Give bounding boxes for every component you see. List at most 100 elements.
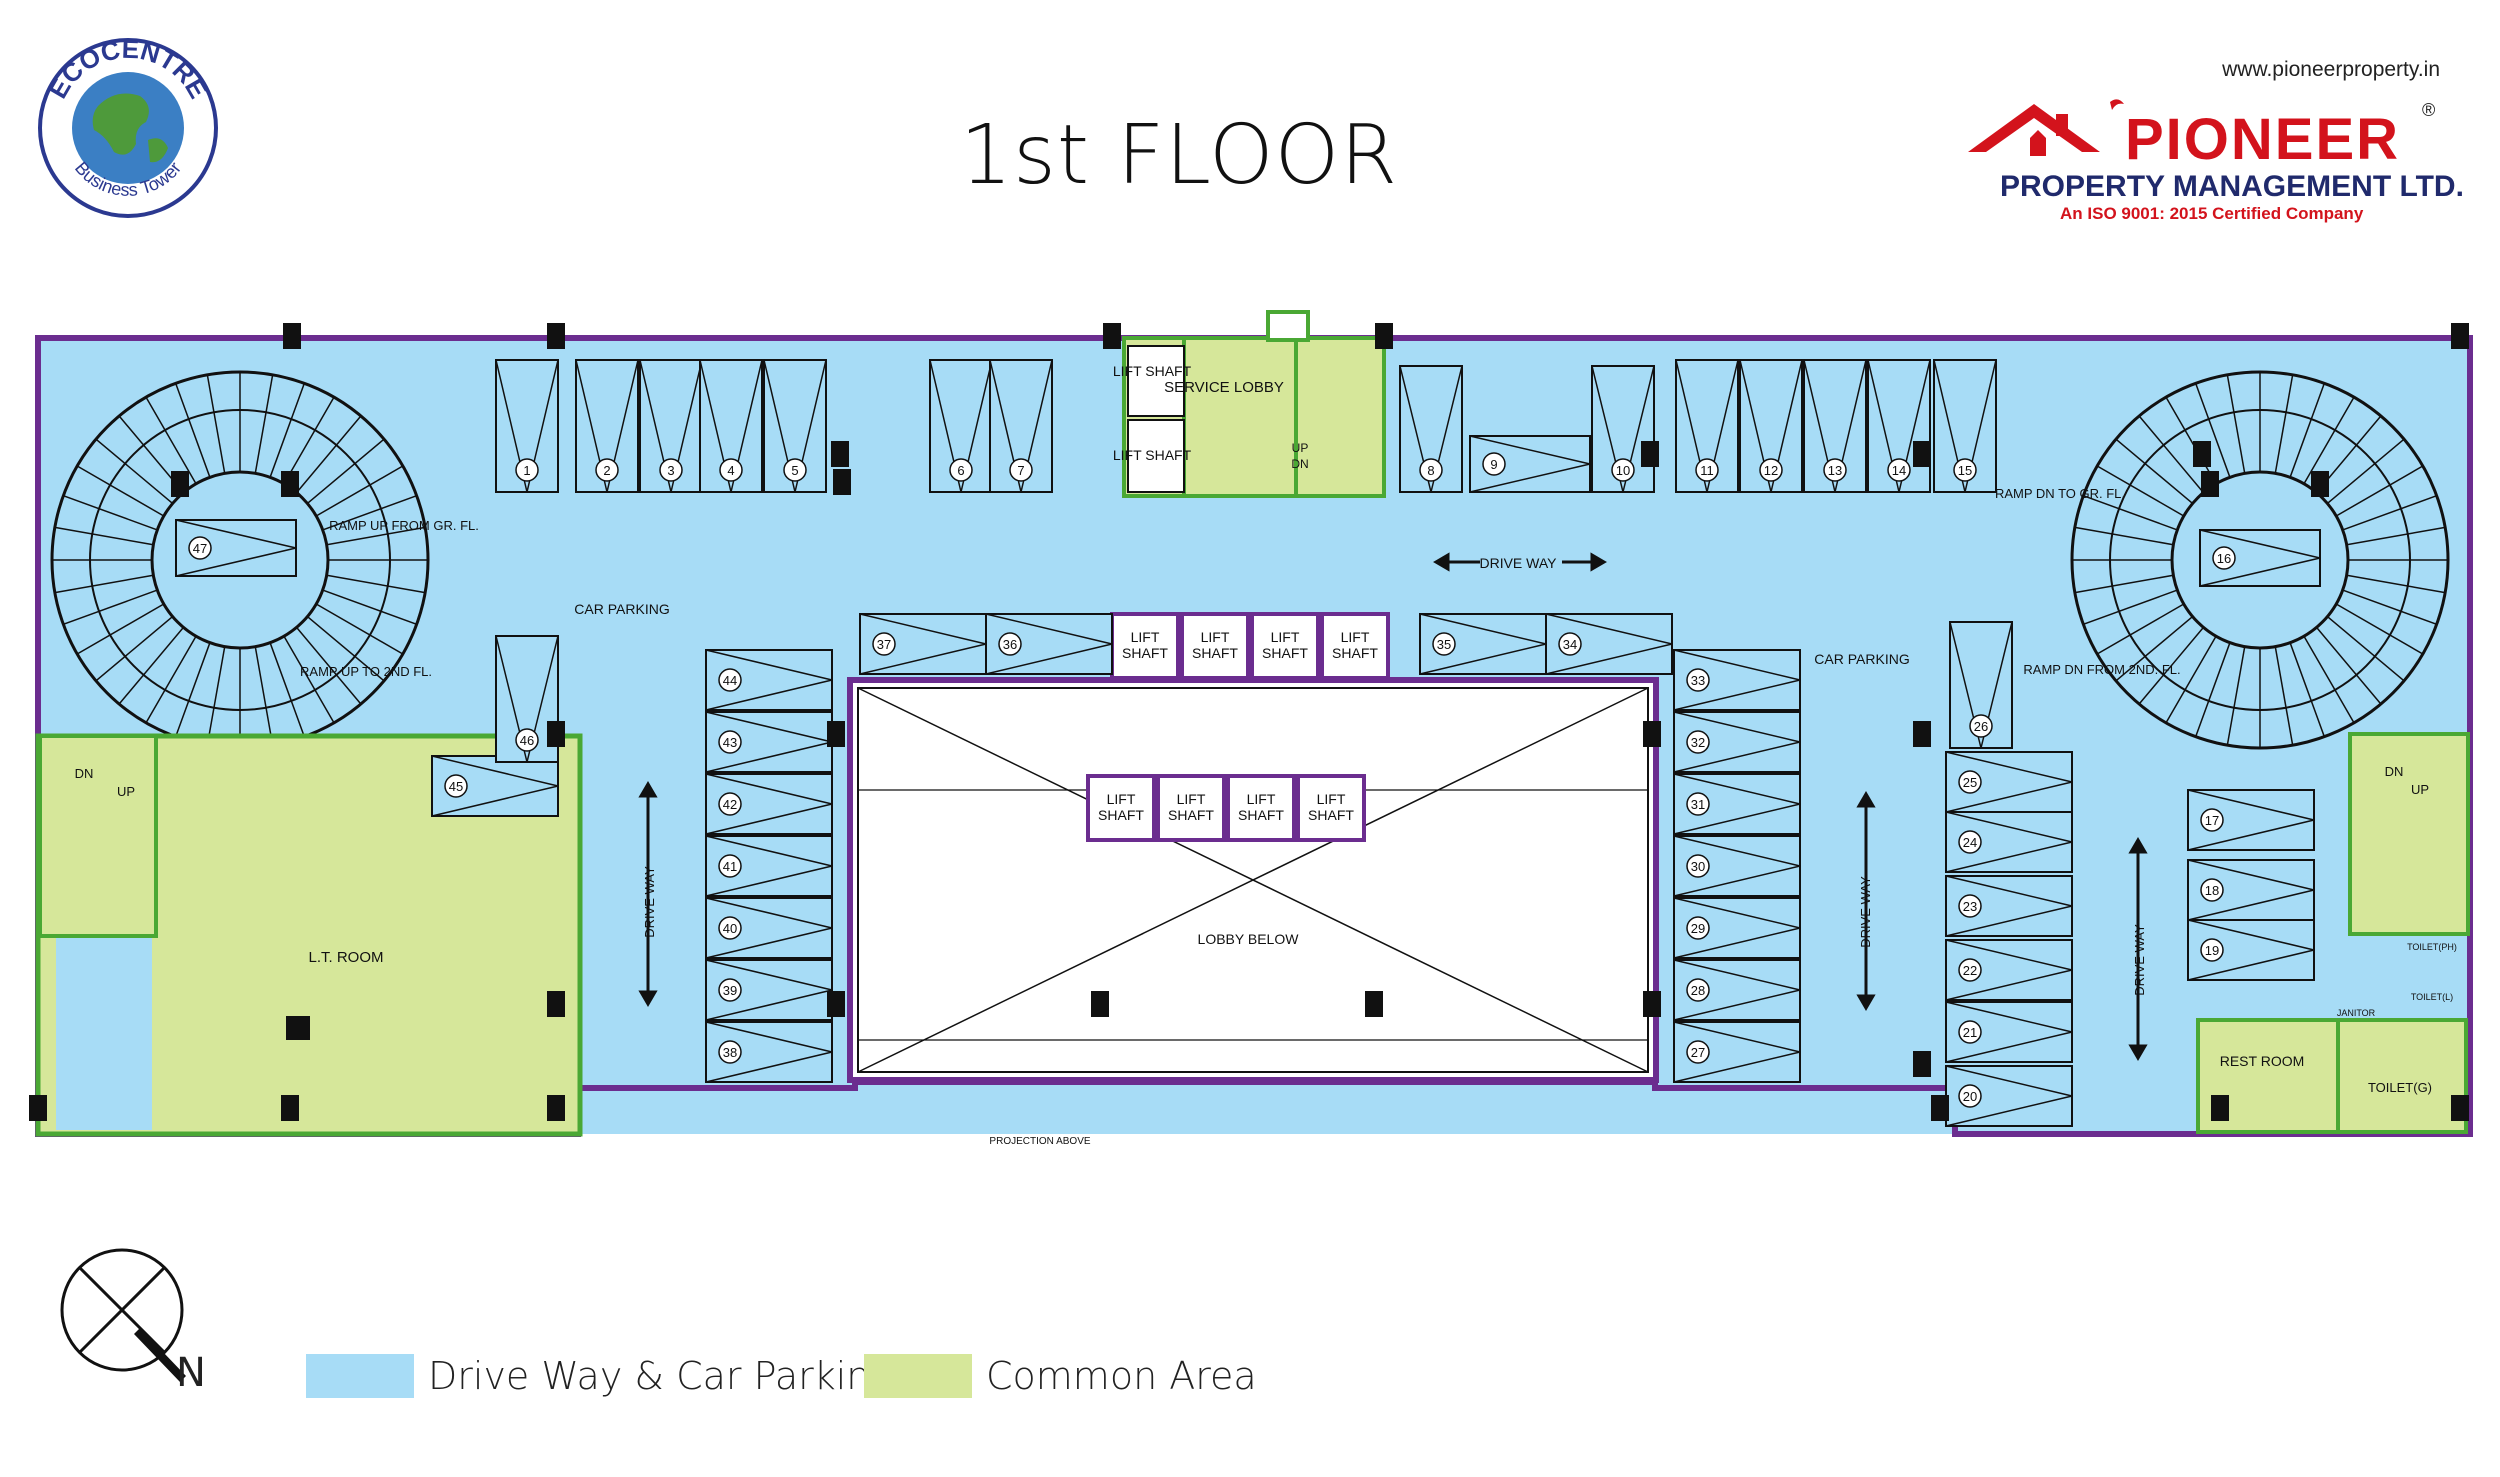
column-block <box>547 721 565 747</box>
parking-stall: 34 <box>1545 613 1673 675</box>
drive-way-arrows <box>638 552 2148 1061</box>
stall-number: 36 <box>1003 637 1017 652</box>
parking-stall: 29 <box>1673 897 1801 959</box>
stall-number: 5 <box>791 463 798 478</box>
ramp-step-line <box>2115 615 2194 682</box>
parking-stall: 32 <box>1673 711 1801 773</box>
legend-label-common: Common Area <box>986 1354 1257 1398</box>
stall-number-circle <box>1419 458 1443 482</box>
ramp-step-line <box>118 626 185 705</box>
ramp-step-line <box>2303 396 2355 485</box>
column-block <box>547 323 565 349</box>
label-service-lobby: SERVICE LOBBY <box>1164 379 1284 396</box>
stall-wedge <box>1867 359 1931 493</box>
stall-number-circle <box>1009 458 1033 482</box>
label-up-service: UP <box>1292 441 1309 455</box>
ramp-step-line <box>2194 642 2231 737</box>
compass-north-label: N <box>176 1350 206 1396</box>
column-block <box>2211 1095 2229 1121</box>
page-title: 1st FLOOR <box>960 108 1399 203</box>
lobby-below <box>847 677 1659 1083</box>
stall-number: 45 <box>449 779 463 794</box>
parking-stall: 42 <box>705 773 833 835</box>
stall-number-circle <box>718 1040 742 1064</box>
ramp-step-line <box>2096 603 2185 655</box>
stall-number-circle <box>1558 632 1582 656</box>
ramp-step-line <box>206 374 226 474</box>
parking-stall: 7 <box>989 359 1053 493</box>
stall-number: 24 <box>1963 835 1977 850</box>
website-link[interactable]: www.pioneerproperty.in <box>2222 58 2440 81</box>
stall-wedge <box>859 613 987 675</box>
stall-number: 10 <box>1616 463 1630 478</box>
ramp-step-line <box>2083 494 2178 531</box>
ramp-step-line <box>2138 415 2205 494</box>
lift-shaft-label: SHAFT <box>1308 807 1354 823</box>
stall-wedge <box>2187 859 2315 921</box>
stall-number: 22 <box>1963 963 1977 978</box>
brand-subtitle: PROPERTY MANAGEMENT LTD. <box>2000 170 2464 203</box>
column-block <box>1365 991 1383 1017</box>
stall-number-circle <box>2200 878 2224 902</box>
stall-number: 40 <box>723 921 737 936</box>
stall-wedge <box>1469 435 1591 493</box>
column-block <box>2193 441 2211 467</box>
column-block <box>1091 991 1109 1017</box>
stall-wedge <box>1673 773 1801 835</box>
ramp-step-line <box>2074 574 2174 594</box>
stall-wedge <box>705 835 833 897</box>
ramp-step-line <box>2335 603 2424 655</box>
stall-number: 8 <box>1427 463 1434 478</box>
ramp-step-line <box>206 646 226 746</box>
ramp-step-line <box>2346 526 2446 546</box>
column-block <box>171 471 189 497</box>
plan-labels: SERVICE LOBBY LIFT SHAFT LIFT SHAFT LOBB… <box>75 363 2457 1147</box>
ramp-step-line <box>2315 626 2382 705</box>
parking-stall: 44 <box>705 649 833 711</box>
ramp-step-line <box>2226 374 2246 474</box>
column-block <box>2201 471 2219 497</box>
parking-stall: 38 <box>705 1021 833 1083</box>
stall-number-circle <box>659 458 683 482</box>
ramp-step-line <box>2194 383 2231 478</box>
stall-number: 31 <box>1691 797 1705 812</box>
stall-wedge <box>1545 613 1673 675</box>
parking-stall: 35 <box>1419 613 1547 675</box>
lift-shaft-box <box>1296 774 1366 842</box>
parking-stall: 40 <box>705 897 833 959</box>
parking-stall: 21 <box>1945 1001 2073 1063</box>
ramp-step-line <box>2289 383 2326 478</box>
stall-number: 26 <box>1974 719 1988 734</box>
stall-number: 17 <box>2205 813 2219 828</box>
stall-number-circle <box>1887 458 1911 482</box>
parking-stall: 11 <box>1675 359 1739 493</box>
stall-number: 9 <box>1490 457 1497 472</box>
label-projection-above: PROJECTION ABOVE <box>989 1136 1090 1147</box>
label-ramp-up-gr: RAMP UP FROM GR. FL. <box>329 518 479 533</box>
stall-number: 6 <box>957 463 964 478</box>
rest-room-block <box>2196 1018 2468 1134</box>
stall-number-circle <box>1686 854 1710 878</box>
parking-stall: 13 <box>1803 359 1867 493</box>
stall-number: 43 <box>723 735 737 750</box>
lift-shaft-label: LIFT <box>1341 629 1370 645</box>
ramp-step-line <box>2165 396 2217 485</box>
parking-stall: 16 <box>2199 529 2321 587</box>
parking-stall: 36 <box>985 613 1113 675</box>
column-block <box>281 471 299 497</box>
lift-shaft-label: SHAFT <box>1262 645 1308 661</box>
ramp-step-line <box>54 526 154 546</box>
stall-number: 2 <box>603 463 610 478</box>
parking-stall: 14 <box>1867 359 1931 493</box>
lift-shaft-box <box>1156 774 1226 842</box>
ramp-step-line <box>269 642 306 737</box>
stall-number: 21 <box>1963 1025 1977 1040</box>
column-block <box>547 1095 565 1121</box>
legend-label-parking: Drive Way & Car Parking <box>428 1354 894 1398</box>
label-dn-service: DN <box>1291 457 1308 471</box>
brand-name: PIONEER <box>2125 107 2401 172</box>
column-block <box>281 1095 299 1121</box>
stall-number-circle <box>188 536 212 560</box>
stall-number-circle <box>718 792 742 816</box>
